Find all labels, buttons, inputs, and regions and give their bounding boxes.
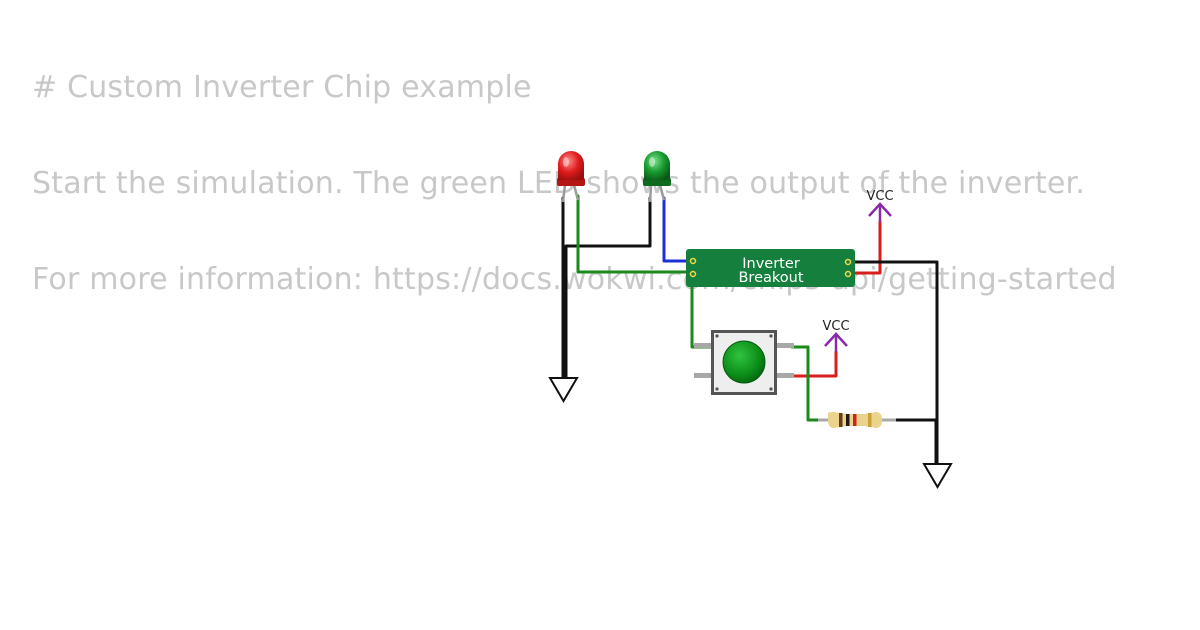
chip-pin-vcc[interactable] <box>844 270 852 278</box>
wire-green-led-gnd[interactable] <box>564 196 652 380</box>
wire-chip-gnd[interactable] <box>846 260 939 468</box>
vcc-top-icon[interactable]: VCC <box>866 189 894 222</box>
pushbutton-icon[interactable] <box>694 330 794 395</box>
vcc-top-label: VCC <box>866 189 893 204</box>
ground-left-icon[interactable] <box>548 376 579 403</box>
wire-resistor-gnd[interactable] <box>892 418 938 466</box>
green-led-icon[interactable] <box>643 151 671 203</box>
pushbutton-cap[interactable] <box>722 340 766 384</box>
vcc-button-label: VCC <box>822 319 849 334</box>
wire-red-led-anode[interactable] <box>576 194 694 274</box>
ground-right-icon[interactable] <box>922 463 953 489</box>
chip-pin-gnd[interactable] <box>844 258 852 266</box>
red-led-icon[interactable] <box>557 151 585 203</box>
chip-label-line2: Breakout <box>738 270 803 286</box>
note-title: # Custom Inverter Chip example <box>32 70 532 105</box>
inverter-chip[interactable]: Inverter Breakout <box>686 249 855 287</box>
chip-pin-in[interactable] <box>689 270 697 278</box>
resistor-icon[interactable] <box>818 412 896 428</box>
chip-label-line1: Inverter <box>742 256 800 272</box>
vcc-button-icon[interactable]: VCC <box>822 319 850 352</box>
wire-chip-vcc[interactable] <box>846 220 882 275</box>
wire-green-led-anode[interactable] <box>662 196 694 263</box>
wire-button-vcc[interactable] <box>790 350 838 378</box>
wire-button-resistor[interactable] <box>790 345 822 422</box>
chip-pin-out[interactable] <box>689 257 697 265</box>
